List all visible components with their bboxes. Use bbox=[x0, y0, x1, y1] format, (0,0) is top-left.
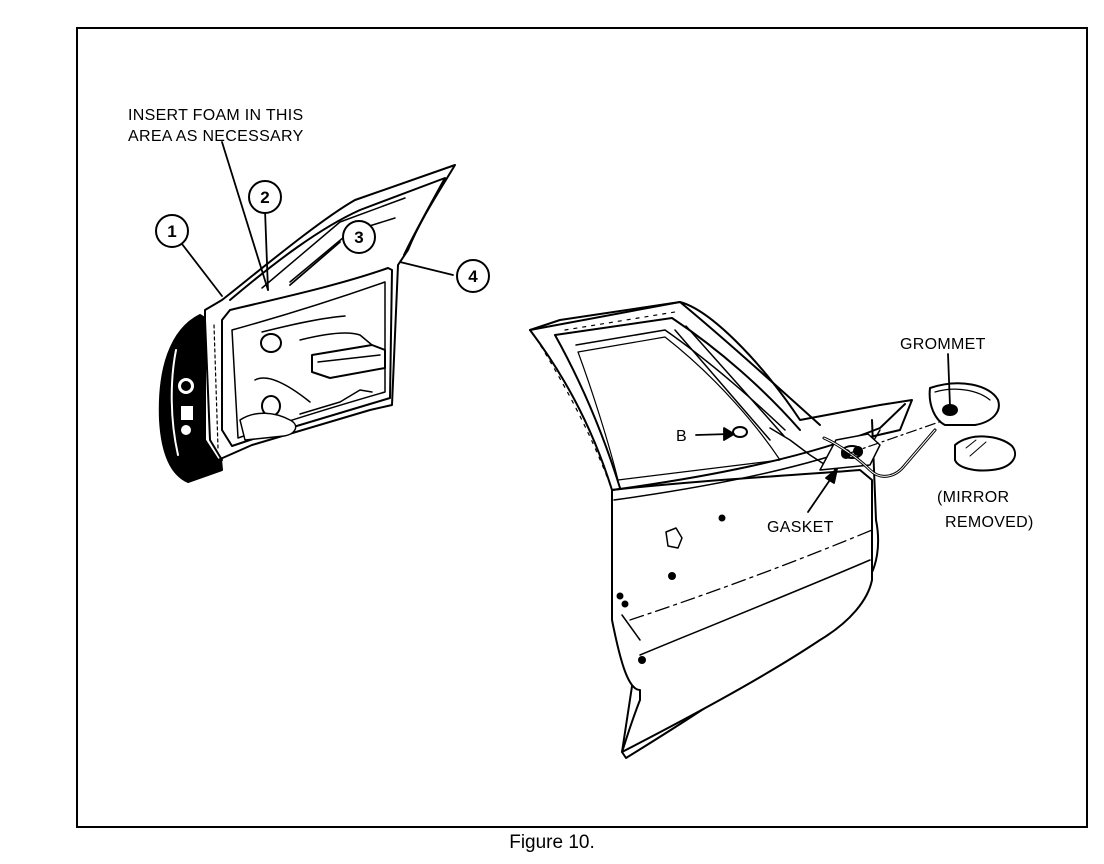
foam-label-line2: AREA AS NECESSARY bbox=[128, 128, 304, 145]
callout-4: 4 bbox=[468, 267, 478, 286]
callout-2: 2 bbox=[260, 188, 269, 207]
label-arrows bbox=[695, 353, 951, 513]
right-door-outer-view bbox=[529, 301, 946, 759]
callout-3: 3 bbox=[354, 228, 363, 247]
diagram-labels: INSERT FOAM IN THIS AREA AS NECESSARY GR… bbox=[128, 107, 1034, 536]
gasket-label: GASKET bbox=[767, 519, 834, 536]
callout-1: 1 bbox=[167, 222, 176, 241]
callout-leaders bbox=[181, 141, 454, 297]
mirror-removed-line1: (MIRROR bbox=[937, 489, 1009, 506]
grommet-label: GROMMET bbox=[900, 336, 986, 353]
mirror-housing bbox=[928, 382, 1000, 426]
mirror-glass-removed bbox=[954, 435, 1017, 472]
left-door-inner-view bbox=[158, 164, 456, 483]
callout-circles bbox=[155, 180, 490, 293]
callout-numbers: 1 2 3 4 bbox=[167, 188, 478, 286]
mirror-removed-line2: REMOVED) bbox=[945, 514, 1034, 531]
b-label: B bbox=[676, 428, 687, 445]
foam-label-line1: INSERT FOAM IN THIS bbox=[128, 107, 304, 124]
figure-caption: Figure 10. bbox=[509, 832, 595, 853]
figure-frame bbox=[76, 27, 1088, 828]
